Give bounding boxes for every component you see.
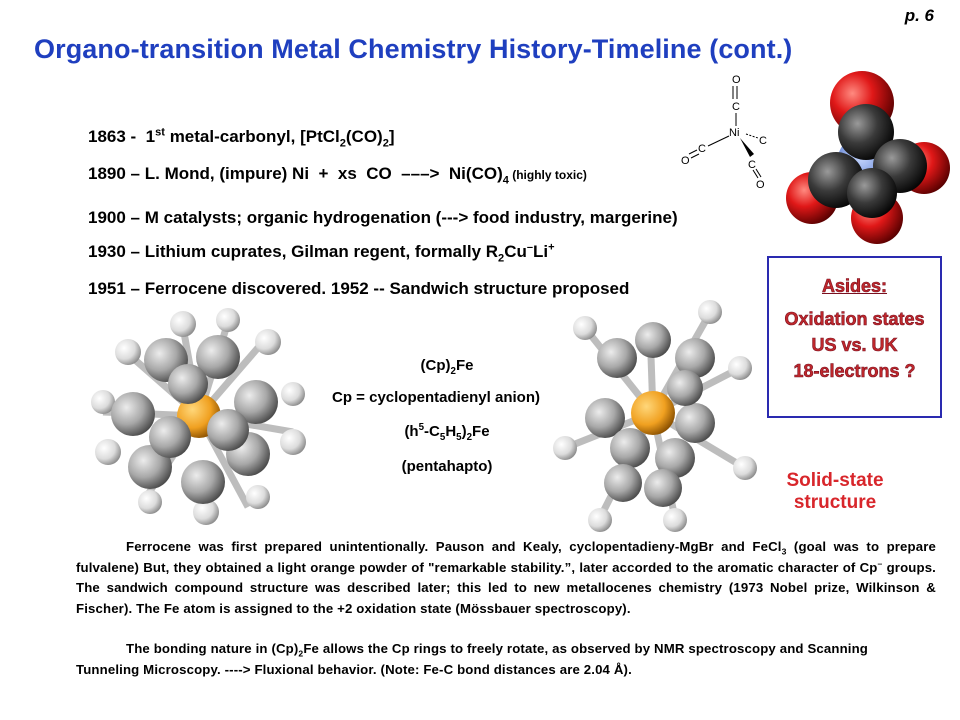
ferrocene-history-paragraph: Ferrocene was first prepared unintention…: [76, 539, 936, 616]
pentahapto-label: (pentahapto): [401, 458, 493, 475]
svg-text:C: C: [759, 135, 767, 147]
nickel-tetracarbonyl-structure: O C Ni C O C C O: [681, 74, 767, 190]
nickel-carbonyl-space-filling-model: [786, 71, 950, 244]
ferrocene-formula: (Cp)2Fe: [420, 357, 474, 377]
asides-heading: Asides:: [821, 276, 888, 297]
page-number: p. 6: [904, 6, 934, 25]
page-title: Organo-transition Metal Chemistry Histor…: [34, 34, 793, 64]
nickel-label: Ni: [729, 127, 739, 139]
svg-text:C: C: [698, 143, 706, 155]
svg-text:O: O: [681, 155, 690, 167]
solid-state-label: Solid-state structure: [786, 470, 884, 513]
bonding-nature-paragraph: The bonding nature in (Cp)2Fe allows the…: [76, 641, 868, 677]
timeline-item-1930: 1930 – Lithium cuprates, Gilman regent, …: [88, 241, 555, 265]
aside-oxidation-states: Oxidation states: [784, 309, 925, 330]
svg-text:C: C: [748, 159, 756, 171]
oxygen-label: O: [732, 74, 741, 86]
timeline-item-1863: 1863 - 1st metal-carbonyl, [PtCl2(CO)2]: [88, 126, 395, 150]
cp-definition: Cp = cyclopentadienyl anion): [332, 389, 540, 406]
aside-us-vs-uk: US vs. UK: [811, 335, 898, 356]
ferrocene-top-view-model: [91, 308, 306, 525]
timeline-item-1900: 1900 – M catalysts; organic hydrogenatio…: [88, 208, 678, 227]
carbon-label: C: [732, 101, 740, 113]
timeline-item-1951: 1951 – Ferrocene discovered. 1952 -- San…: [88, 279, 630, 298]
svg-text:O: O: [756, 179, 765, 190]
asides-box: Asides: Oxidation states US vs. UK 18-el…: [767, 256, 942, 418]
timeline-item-1890: 1890 – L. Mond, (impure) Ni + xs CO –––>…: [88, 164, 587, 187]
ferrocene-side-view-model: [553, 300, 757, 532]
hapticity-formula: (h5-C5H5)2Fe: [404, 422, 490, 443]
aside-18-electrons: 18-electrons ?: [793, 361, 916, 382]
